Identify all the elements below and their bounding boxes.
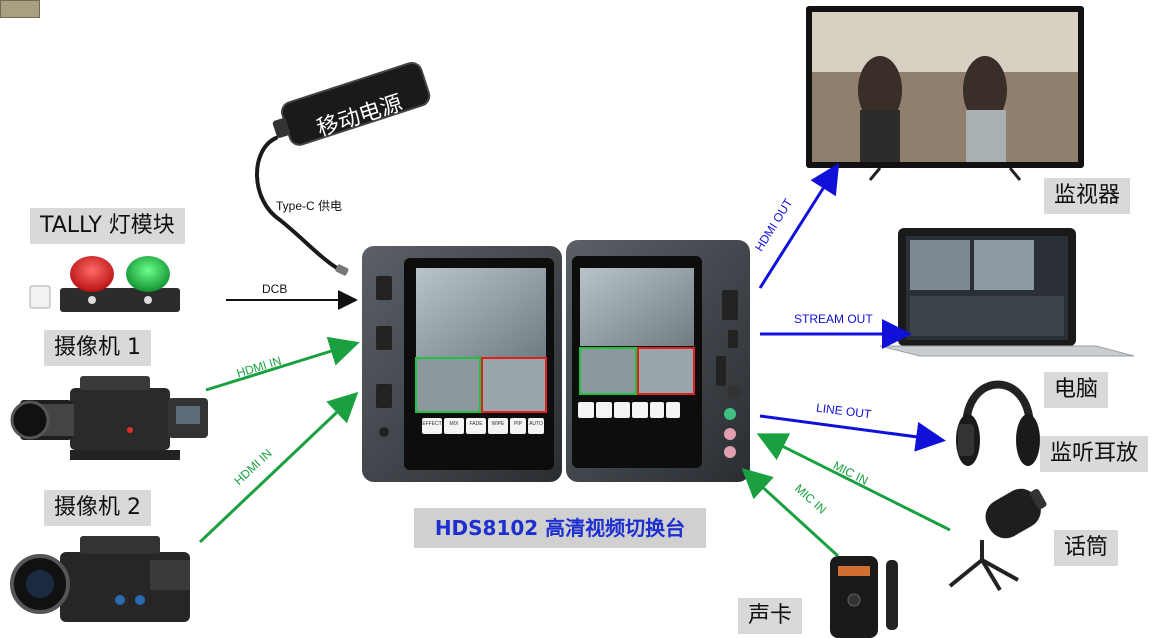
button-fade-label: FADE — [469, 421, 483, 427]
camera-2 — [10, 536, 190, 622]
arrow-line-out — [759, 414, 946, 452]
monitor-tv — [806, 6, 1084, 181]
computer-label: 电脑 — [1044, 372, 1109, 408]
camera-1 — [10, 376, 208, 460]
dcb-label: DCB — [262, 282, 288, 296]
arrow-hdmi-out — [758, 162, 840, 289]
button-effect-label: EFFECT — [422, 421, 442, 427]
camera-1-label: 摄像机 1 — [44, 330, 151, 366]
corner-thumbnail — [0, 0, 40, 18]
left-unit-buttons — [422, 418, 544, 434]
arrow-mic-in-1 — [756, 433, 951, 532]
arrow-mic-in-2 — [741, 467, 840, 558]
arrow-hdmi-in-2 — [198, 391, 359, 544]
laptop — [879, 228, 1135, 357]
left-button-labels: EFFECT MIX FADE WIPE PIP AUTO — [422, 421, 546, 433]
headphones-label: 监听耳放 — [1040, 436, 1149, 472]
arrow-hdmi-in-1 — [205, 336, 360, 392]
tally-label: TALLY 灯模块 — [30, 208, 185, 244]
right-unit-buttons — [578, 402, 680, 418]
switcher-left-unit — [362, 246, 562, 482]
stream-out-label: STREAM OUT — [794, 312, 873, 326]
button-mix-label: MIX — [449, 421, 459, 427]
type-c-label: Type-C 供电 — [276, 199, 343, 213]
switcher-right-unit — [566, 240, 750, 482]
microphone-label: 话筒 — [1054, 530, 1119, 566]
type-c-cable — [255, 136, 342, 272]
button-wipe-label: WIPE — [491, 421, 505, 427]
camera-2-label: 摄像机 2 — [44, 490, 151, 526]
microphone — [948, 488, 1047, 592]
monitor-label: 监视器 — [1044, 178, 1131, 214]
device-title: HDS8102 高清视频切换台 — [414, 508, 706, 548]
tally-module — [29, 256, 180, 312]
button-auto-label: AUTO — [529, 421, 543, 427]
button-pip-label: PIP — [513, 421, 523, 427]
power-bank — [272, 62, 431, 146]
sound-card — [830, 556, 898, 638]
sound-card-label: 声卡 — [738, 598, 803, 634]
headphones — [956, 380, 1040, 466]
